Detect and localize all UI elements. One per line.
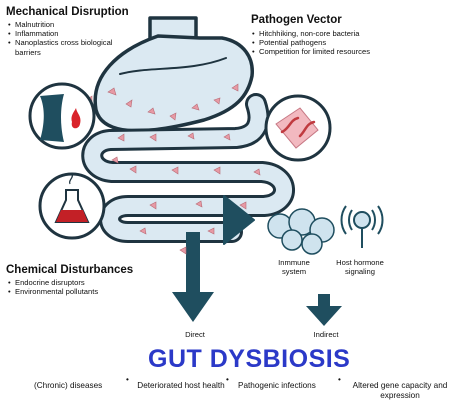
direct-arrow: [172, 232, 214, 322]
stomach: [93, 34, 254, 133]
chemical-list: Endocrine disruptors Environmental pollu…: [8, 278, 148, 297]
chemical-circle-icon: [38, 172, 106, 240]
flow-arrow-right: [223, 195, 255, 245]
chemical-item: Endocrine disruptors: [8, 278, 148, 287]
direct-label: Direct: [185, 330, 205, 339]
indirect-arrow: [306, 294, 342, 326]
mechanical-item: Malnutrition: [8, 20, 128, 29]
pathogen-item: Hitchhiking, non-core bacteria: [252, 29, 380, 38]
pathogen-title: Pathogen Vector: [251, 14, 342, 26]
chemical-title: Chemical Disturbances: [6, 264, 134, 276]
mechanical-list: Malnutrition Inflammation Nanoplastics c…: [8, 20, 128, 57]
hormone-signaling-label: Host hormone signaling: [336, 258, 384, 277]
outcome-bullet: •: [126, 375, 129, 384]
mechanical-item: Nanoplastics cross biological barriers: [8, 38, 128, 56]
outcome-item: Pathogenic infections: [238, 381, 316, 390]
gut-dysbiosis-title: GUT DYSBIOSIS: [148, 345, 351, 373]
immune-cells-icon: [267, 208, 335, 255]
pathogen-list: Hitchhiking, non-core bacteria Potential…: [252, 29, 380, 57]
microplastic-particles: [73, 83, 261, 255]
mechanical-title: Mechanical Disruption: [6, 6, 129, 18]
pathogen-item: Competition for limited resources: [252, 47, 380, 56]
outcome-item: Deteriorated host health: [137, 381, 225, 390]
mechanical-circle-icon: [28, 82, 96, 150]
pathogen-item: Potential pathogens: [252, 38, 380, 47]
immune-system-label: Inmmune system: [278, 258, 310, 277]
outcome-bullet: •: [338, 375, 341, 384]
hormone-signal-icon: [340, 205, 384, 248]
outcome-item: Altered gene capacity and expression: [352, 381, 448, 400]
outcome-bullet: •: [226, 375, 229, 384]
mechanical-item: Inflammation: [8, 29, 128, 38]
pathogen-circle-icon: [264, 94, 332, 162]
indirect-label: Indirect: [313, 330, 339, 339]
chemical-item: Environmental pollutants: [8, 287, 148, 296]
outcome-item: (Chronic) diseases: [34, 381, 103, 390]
